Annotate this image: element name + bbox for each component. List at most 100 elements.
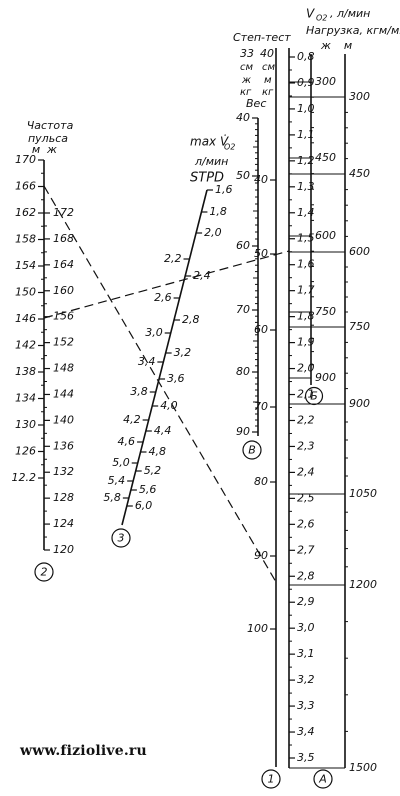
vo2-label: 2,3 <box>297 439 315 452</box>
pulse-men-label: 158 <box>15 233 36 246</box>
load-men-label: 1200 <box>349 578 377 591</box>
vo2-label: 2,7 <box>297 543 315 556</box>
vo2max-left-label: 5,0 <box>112 456 130 469</box>
vo2-label: 2,4 <box>297 465 315 478</box>
vo2max-title-max: max V̇ <box>190 134 229 148</box>
load-men-label: 1500 <box>349 761 377 774</box>
vo2max-right-label: 2,4 <box>193 269 211 282</box>
weight-b-label: 70 <box>236 303 250 316</box>
vo2-label: 1,1 <box>297 128 315 141</box>
steptest-33: 33 <box>240 47 254 60</box>
pulse-men-label: 138 <box>15 365 36 378</box>
vo2max-right-label: 4,8 <box>149 445 167 458</box>
load-men-label: 600 <box>349 245 370 258</box>
vo2max-title-sub: O2 <box>224 143 235 152</box>
vo2max-left-label: 3,4 <box>138 355 156 368</box>
pulse-women-header: ж <box>46 143 57 156</box>
pulse-women-label: 124 <box>53 517 74 530</box>
load-men-label: 1050 <box>349 487 377 500</box>
weight-b-marker-label: В <box>248 444 256 457</box>
weight-title: Вес <box>246 97 266 110</box>
example-dashed-line-men <box>43 185 277 583</box>
vo2max-left-label: 3,0 <box>145 326 163 339</box>
vo2max-left-label: 5,8 <box>103 491 121 504</box>
load-women-marker-label: Б <box>310 390 318 403</box>
vo2-label: 1,7 <box>297 284 315 297</box>
vo2-label: 3,3 <box>297 699 315 712</box>
steptest-kg-a: кг <box>240 87 252 98</box>
weight-b-marker <box>242 440 262 460</box>
pulse-title-line2: пульса <box>28 132 68 145</box>
vo2-label: 0,8 <box>297 50 315 63</box>
pulse-women-label: 168 <box>53 232 74 245</box>
pulse-women-label: 132 <box>53 465 74 478</box>
pulse-women-label: 136 <box>53 439 74 452</box>
vo2max-left-label: 2,6 <box>154 291 172 304</box>
vo2max-right-label: 4,0 <box>160 399 178 412</box>
load-women-label: 600 <box>315 229 336 242</box>
vo2max-left-label: 2,2 <box>164 252 182 265</box>
vo2-label: 2,8 <box>297 569 315 582</box>
pulse-men-label: 142 <box>15 339 36 352</box>
pulse-title-line1: Частота <box>27 119 74 132</box>
weight-1-label: 60 <box>254 323 268 336</box>
pulse-women-label: 164 <box>53 258 74 271</box>
weight-1-marker <box>261 769 281 789</box>
weight-1-label: 90 <box>254 549 268 562</box>
load-women-label: 450 <box>315 151 336 164</box>
weight-1-label: 100 <box>247 622 268 635</box>
vo2-label: 3,5 <box>297 751 315 764</box>
pulse-men-label: 150 <box>15 286 36 299</box>
pulse-men-label: 154 <box>15 259 36 272</box>
steptest-40: 40 <box>260 47 274 60</box>
vo2max-left-label: 4,6 <box>118 435 136 448</box>
vo2-label: 0,9 <box>297 76 315 89</box>
vo2-label: 2,2 <box>297 413 315 426</box>
vo2max-right-label: 2,0 <box>204 226 222 239</box>
weight-1-label: 50 <box>254 247 268 260</box>
website-caption: www.fiziolive.ru <box>20 743 147 759</box>
steptest-cm-a: см <box>240 62 253 73</box>
pulse-women-label: 160 <box>53 284 74 297</box>
vo2max-right-label: 5,6 <box>139 483 157 496</box>
weight-1-label: 70 <box>254 400 268 413</box>
steptest-cm-b: см <box>262 62 275 73</box>
vo2max-title-unit: л/мин <box>194 155 228 168</box>
pulse-men-label: 170 <box>15 153 36 166</box>
load-men-header: м <box>344 39 352 52</box>
vo2max-right-label: 1,8 <box>209 205 227 218</box>
vo2-label: 3,4 <box>297 725 315 738</box>
vo2-label: 3,2 <box>297 673 315 686</box>
vo2-label: 1,3 <box>297 180 315 193</box>
steptest-header: Степ-тест <box>233 31 291 44</box>
vo2max-axis-marker-label: 3 <box>118 532 125 545</box>
vo2-label: 1,0 <box>297 102 315 115</box>
vo2-label: 2,1 <box>297 388 315 401</box>
pulse-women-label: 148 <box>53 362 74 375</box>
vo2-label: 1,9 <box>297 336 315 349</box>
pulse-men-label: 162 <box>15 206 36 219</box>
load-men-marker-label: А <box>318 773 327 786</box>
load-men-label: 450 <box>349 167 370 180</box>
pulse-women-label: 120 <box>53 543 74 556</box>
vo2max-left-label: 4,2 <box>123 413 141 426</box>
pulse-women-label: 144 <box>53 387 74 400</box>
steptest-women: ж <box>241 75 251 86</box>
vo2-label: 1,4 <box>297 206 315 219</box>
load-men-marker <box>313 769 333 789</box>
load-men-label: 300 <box>349 90 370 103</box>
vo2max-left-label: 5,4 <box>108 474 126 487</box>
steptest-men: м <box>264 75 272 86</box>
vo2-label: 2,6 <box>297 517 315 530</box>
vo2-title-sub: O2 <box>316 14 327 23</box>
load-men-label: 900 <box>349 397 370 410</box>
vo2max-left-label: 3,8 <box>130 385 148 398</box>
vo2max-right-label: 6,0 <box>135 499 153 512</box>
pulse-women-label: 140 <box>53 413 74 426</box>
vo2-title-v: V <box>306 7 315 21</box>
weight-1-label: 40 <box>254 173 268 186</box>
vo2-label: 2,0 <box>297 362 315 375</box>
pulse-men-label: 126 <box>15 445 36 458</box>
weight-b-label: 50 <box>236 169 250 182</box>
